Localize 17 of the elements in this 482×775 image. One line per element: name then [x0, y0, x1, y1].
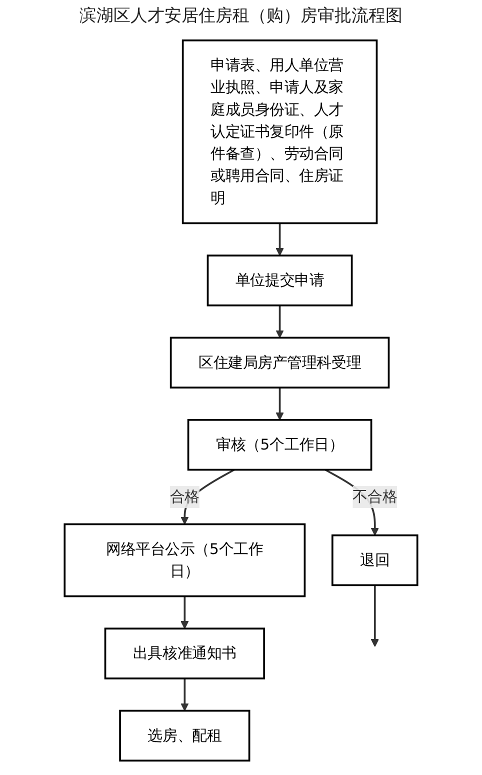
node-box: 出具核准通知书 [104, 628, 265, 680]
node-box: 区住建局房产管理科受理 [170, 336, 390, 388]
arrow [180, 678, 189, 712]
node-box: 选房、配租 [119, 710, 250, 762]
node-box: 网络平台公示（5个工作日） [64, 523, 306, 598]
arrow [276, 223, 284, 256]
arrow [180, 596, 189, 629]
node-box: 审核（5个工作日） [187, 418, 372, 471]
node-box: 申请表、用人单位营业执照、申请人及家庭成员身份证、人才认定证书复印件（原件备查）、劳动合同或聘用合同、住房证明 [182, 39, 378, 224]
arrow [276, 305, 284, 338]
diagram-title: 滨湖区人才安居住房租（购）房审批流程图 [78, 5, 404, 27]
arrow [276, 388, 284, 420]
node-box: 单位提交申请 [206, 254, 353, 306]
arrow [370, 585, 379, 647]
edge-label: 合格 [170, 488, 200, 506]
edge-label: 不合格 [352, 488, 398, 506]
node-box: 退回 [332, 534, 418, 586]
